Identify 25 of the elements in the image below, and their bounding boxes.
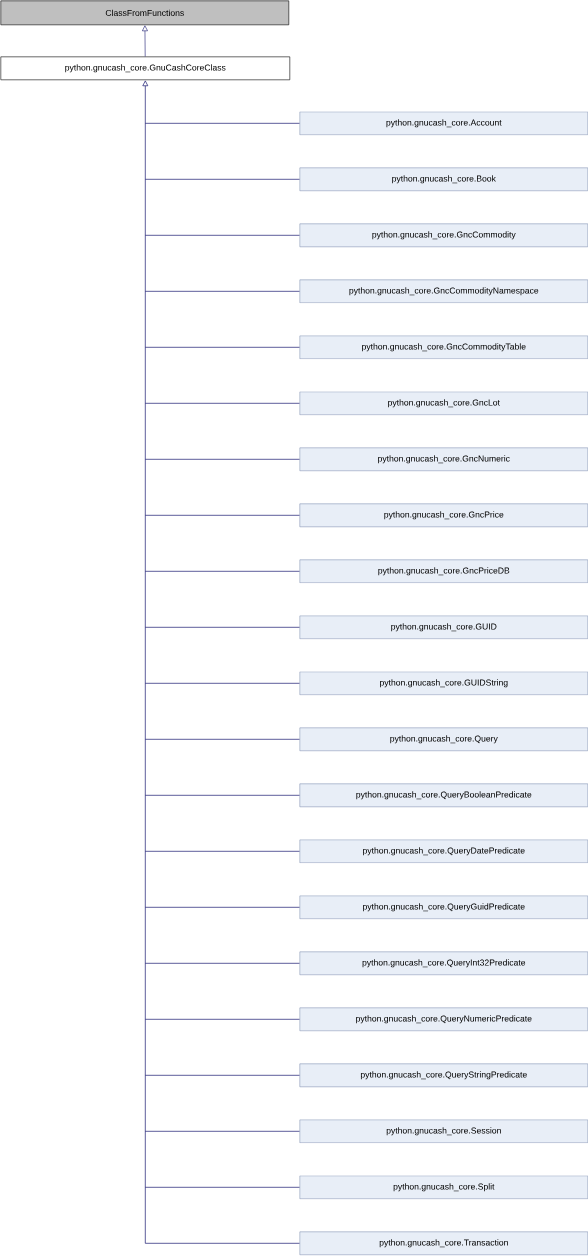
class-box: python.gnucash_core.GncCommodityNamespace — [299, 279, 588, 304]
class-box: python.gnucash_core.Account — [299, 111, 588, 136]
class-box: python.gnucash_core.QueryGuidPredicate — [299, 895, 588, 920]
class-box: python.gnucash_core.GncPriceDB — [299, 559, 588, 584]
class-box: python.gnucash_core.Split — [299, 1175, 588, 1200]
class-box: python.gnucash_core.GUIDString — [299, 671, 588, 696]
class-box: ClassFromFunctions — [0, 0, 290, 26]
class-box: python.gnucash_core.GUID — [299, 615, 588, 640]
class-box: python.gnucash_core.QueryNumericPredicate — [299, 1007, 588, 1032]
class-box: python.gnucash_core.QueryStringPredicate — [299, 1063, 588, 1088]
class-box: python.gnucash_core.QueryDatePredicate — [299, 839, 588, 864]
class-box: python.gnucash_core.QueryInt32Predicate — [299, 951, 588, 976]
class-box: python.gnucash_core.QueryBooleanPredicate — [299, 783, 588, 808]
class-box: python.gnucash_core.GnuCashCoreClass — [0, 56, 291, 81]
class-box: python.gnucash_core.Query — [299, 727, 588, 752]
class-box: python.gnucash_core.GncCommodityTable — [299, 335, 588, 360]
class-box: python.gnucash_core.GncPrice — [299, 503, 588, 528]
class-box: python.gnucash_core.Transaction — [299, 1231, 588, 1256]
class-box: python.gnucash_core.GncNumeric — [299, 447, 588, 472]
class-box: python.gnucash_core.GncCommodity — [299, 223, 588, 248]
arrow — [142, 80, 300, 1244]
class-box: python.gnucash_core.Session — [299, 1119, 588, 1144]
class-box: python.gnucash_core.Book — [299, 167, 588, 192]
arrow — [142, 25, 148, 57]
class-box: python.gnucash_core.GncLot — [299, 391, 588, 416]
